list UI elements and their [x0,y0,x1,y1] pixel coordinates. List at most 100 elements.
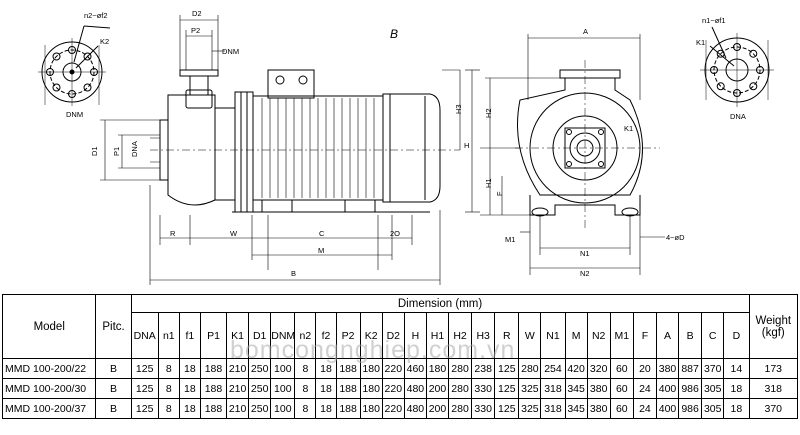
label-h: H [464,141,469,150]
cell-n2: 8 [294,358,317,379]
header-m: M [564,312,588,359]
front-view-dimension-lines [480,34,665,275]
label-k1: K1 [624,124,633,133]
cell-n2: 380 [586,378,611,399]
header-f1: f1 [178,312,201,359]
cell-d1: 250 [248,358,272,379]
cell-dnm: 100 [270,378,296,399]
cell-p1: 188 [199,358,228,379]
cell-k1: 210 [226,398,250,419]
cell-d2: 220 [381,358,405,379]
cell-h2: 280 [448,398,473,419]
header-m1: M1 [609,312,634,359]
cell-r: 125 [494,398,520,419]
cell-a: 400 [655,378,680,399]
cell-n1: 8 [157,358,180,379]
cell-b: 986 [678,378,703,399]
cell-model: MMD 100-200/30 [1,378,97,399]
header-f2: f2 [315,312,337,359]
header-f: F [632,312,657,359]
cell-h: 460 [403,358,427,379]
cell-k1: 210 [226,358,250,379]
pump-front-view [515,60,660,230]
cell-n1: 254 [540,358,566,379]
header-h: H [403,312,427,359]
header-d1: D1 [248,312,272,359]
cell-f2: 18 [315,398,337,419]
label-p1: P1 [112,147,121,156]
cell-h3: 330 [471,398,496,419]
pump-dimension-drawing: n2~øf2 K2 DNM D2 P2 DNM B D1 P1 DNA R W … [38,9,774,285]
label-h1: H1 [484,178,493,188]
header-n2: n2 [294,312,317,359]
cell-r: 125 [494,378,520,399]
label-2o: 2O [390,229,400,238]
cell-r: 125 [494,358,520,379]
cell-model: MMD 100-200/22 [1,358,97,379]
cell-h1: 180 [425,358,450,379]
label-b: B [291,269,296,278]
cell-k2: 180 [359,378,383,399]
label-m1: M1 [505,235,515,244]
header-h3: H3 [471,312,496,359]
cell-f: 24 [632,378,657,399]
label-k1-flange: K1 [696,38,705,47]
header-n1: n1 [157,312,180,359]
label-h3: H3 [454,104,463,114]
header-p1: P1 [199,312,228,359]
label-p2: P2 [191,26,200,35]
cell-dnm: 100 [270,398,296,419]
view-label-b: B [390,27,398,41]
cell-f: 24 [632,398,657,419]
cell-weight: 318 [748,378,798,399]
cell-n2: 8 [294,378,317,399]
cell-b: 887 [678,358,703,379]
header-dnm: DNM [270,312,296,359]
cell-d: 18 [723,378,750,399]
header-d2: D2 [381,312,405,359]
label-n2: N2 [580,269,590,278]
suction-flange-view [700,26,774,107]
label-w: W [230,229,238,238]
header-model: Model [1,294,97,359]
cell-m1: 60 [609,378,634,399]
cell-d1: 250 [248,398,272,419]
label-c: C [319,229,325,238]
header-r: R [494,312,520,359]
cell-p1: 188 [199,378,228,399]
label-d1: D1 [90,146,99,156]
header-a: A [655,312,680,359]
cell-f1: 18 [178,358,201,379]
cell-dnm: 100 [270,358,296,379]
header-n1-dim: N1 [540,312,566,359]
cell-h1: 200 [425,398,450,419]
label-n1: N1 [580,249,590,258]
dimension-table: Model Pitc. Dimension (mm) Weight (kgf) … [1,294,798,419]
side-view-dimension-lines [100,15,480,285]
cell-m1: 60 [609,398,634,419]
cell-h3: 238 [471,358,496,379]
label-n2-f2: n2~øf2 [84,11,108,20]
cell-k2: 180 [359,358,383,379]
cell-w: 325 [518,378,542,399]
cell-m: 345 [564,378,588,399]
cell-n1: 318 [540,378,566,399]
cell-f2: 18 [315,358,337,379]
cell-n2: 380 [586,398,611,419]
label-d2: D2 [192,9,202,18]
label-dna-flange: DNA [730,112,746,121]
cell-a: 380 [655,358,680,379]
label-dnm-flange: DNM [66,110,83,119]
cell-pitc: B [95,378,132,399]
header-d: D [723,312,750,359]
cell-weight: 173 [748,358,798,379]
label-m: M [318,246,324,255]
header-n2-dim: N2 [586,312,611,359]
cell-d2: 220 [381,378,405,399]
cell-h: 480 [403,378,427,399]
cell-m: 420 [564,358,588,379]
cell-p2: 188 [335,398,361,419]
